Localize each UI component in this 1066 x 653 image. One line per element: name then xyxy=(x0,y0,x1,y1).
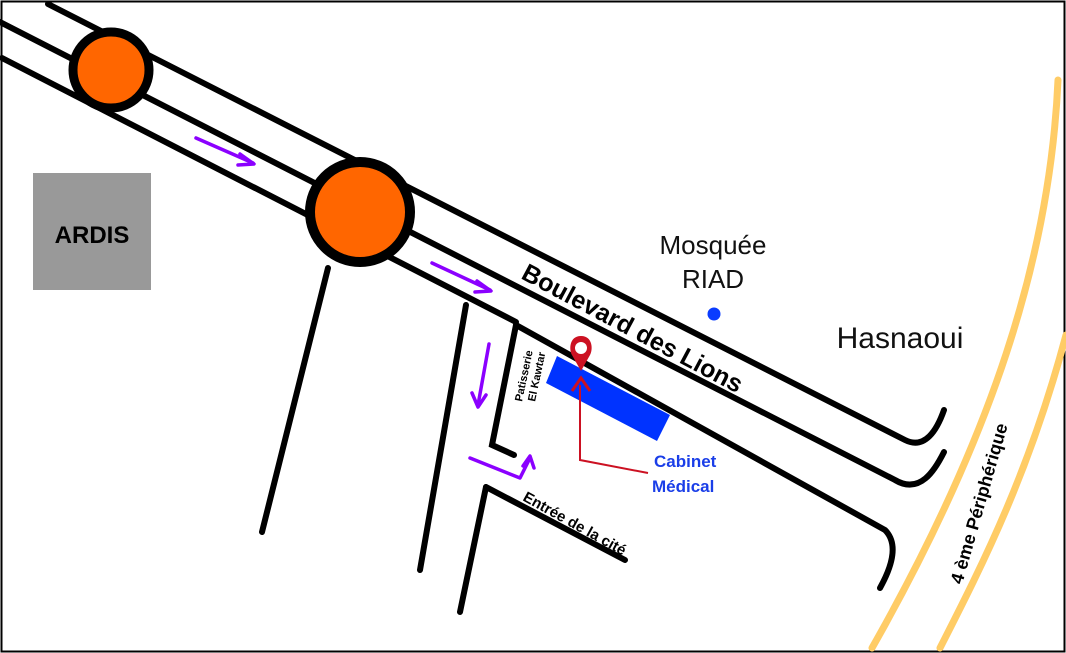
cabinet-label-line1: Cabinet xyxy=(654,452,717,471)
arrow-icon xyxy=(430,261,493,294)
peripherique-road xyxy=(868,76,1066,652)
ardis-block: ARDIS xyxy=(33,173,151,290)
roundabout-1 xyxy=(68,27,154,113)
ardis-label: ARDIS xyxy=(55,222,130,249)
direction-arrows xyxy=(194,136,536,480)
roundabout-icon xyxy=(305,157,415,267)
cabinet-label-line2: Médical xyxy=(652,477,714,496)
roundabout-2 xyxy=(305,157,415,267)
marker-leader-line xyxy=(579,385,649,474)
side-roads xyxy=(259,265,896,615)
mosque-label-line1: Mosquée xyxy=(660,230,767,260)
cabinet-building xyxy=(546,356,670,441)
arrow-icon xyxy=(468,454,536,480)
arrow-icon xyxy=(470,342,491,409)
ardis-box xyxy=(33,173,151,290)
map-pin-icon xyxy=(570,336,592,392)
building-shape xyxy=(546,356,670,441)
arrow-icon xyxy=(194,136,256,167)
roundabout-icon xyxy=(68,27,154,113)
mosque-label-line2: RIAD xyxy=(682,264,744,294)
dot-marker-icon xyxy=(707,307,721,321)
hasnaoui-label: Hasnaoui xyxy=(837,322,964,355)
